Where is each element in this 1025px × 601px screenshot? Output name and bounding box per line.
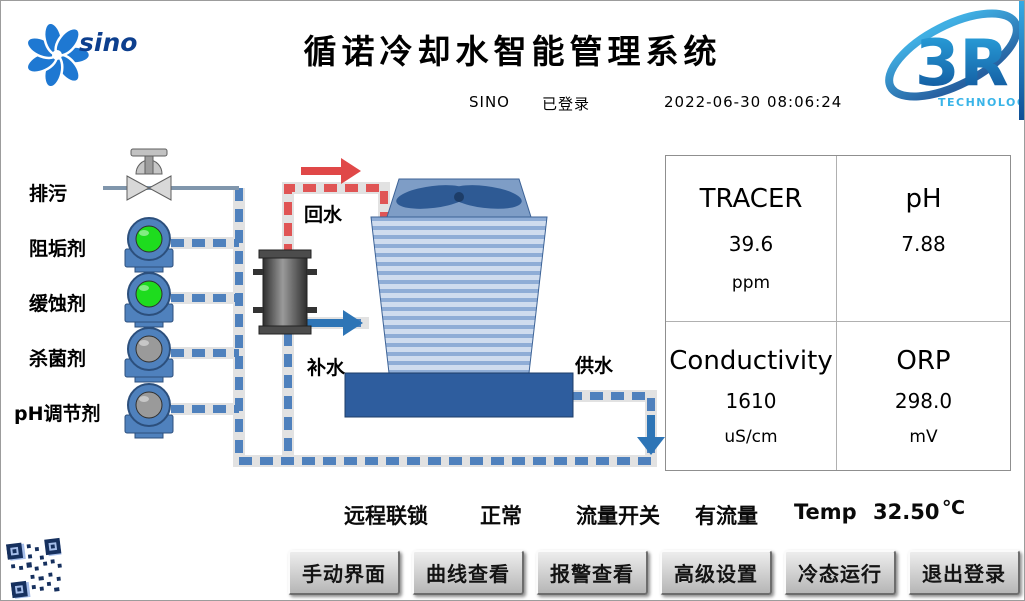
alarm-view-button[interactable]: 报警查看 xyxy=(536,550,648,595)
pump-status-indicator xyxy=(135,280,163,308)
label-corrosion-inhibitor: 缓蚀剂 xyxy=(29,293,87,315)
logged-in-user: SINO xyxy=(469,93,510,111)
right-edge-accent xyxy=(1019,1,1024,120)
nav-button-bar: 手动界面 曲线查看 报警查看 高级设置 冷态运行 退出登录 xyxy=(288,550,1020,595)
remote-interlock-label: 远程联锁 xyxy=(344,504,428,528)
reading-unit: mV xyxy=(909,426,938,447)
temperature-unit: ℃ xyxy=(942,497,966,519)
supply-water-label: 供水 xyxy=(574,354,614,377)
3r-logo-text: 3R xyxy=(915,27,1009,101)
label-ph-adjuster: pH调节剂 xyxy=(14,403,101,425)
reading-value: 1610 xyxy=(725,389,777,413)
qr-code-icon xyxy=(5,537,65,600)
pump-scale-inhibitor xyxy=(124,217,174,273)
3r-orbit-icon xyxy=(885,9,1021,101)
manual-screen-button[interactable]: 手动界面 xyxy=(288,550,400,595)
logout-button[interactable]: 退出登录 xyxy=(908,550,1020,595)
reading-value: 298.0 xyxy=(894,389,953,413)
3r-technology-logo: 3R TECHNOLOGY xyxy=(885,9,1025,109)
tower-fan-icon xyxy=(396,185,522,209)
cooling-tower xyxy=(344,178,574,418)
sino-pinwheel-icon xyxy=(25,21,92,89)
temperature-value: 32.50 xyxy=(873,500,940,524)
filter-vessel xyxy=(253,249,317,335)
reading-name: ORP xyxy=(896,345,951,376)
page-title: 循诺冷却水智能管理系统 xyxy=(303,32,722,71)
pump-biocide xyxy=(124,327,174,383)
drain-valve-icon xyxy=(126,148,172,201)
reading-value: 7.88 xyxy=(901,231,946,256)
process-diagram: 回水 补水 供水 xyxy=(103,148,665,467)
flow-switch-label: 流量开关 xyxy=(576,504,660,528)
flow-switch-status: 有流量 xyxy=(695,504,758,528)
reading-tracer: TRACER 39.6 ppm xyxy=(666,156,837,322)
reading-conductivity: Conductivity 1610 uS/cm xyxy=(666,322,837,470)
makeup-flow-arrow-icon xyxy=(307,310,363,336)
return-water-label: 回水 xyxy=(304,204,343,226)
advanced-settings-button[interactable]: 高级设置 xyxy=(660,550,772,595)
reading-name: TRACER xyxy=(699,183,803,214)
curve-view-button[interactable]: 曲线查看 xyxy=(412,550,524,595)
reading-unit: uS/cm xyxy=(724,426,778,447)
label-scale-inhibitor: 阻垢剂 xyxy=(29,238,87,260)
cold-run-button[interactable]: 冷态运行 xyxy=(784,550,896,595)
return-water-pipe xyxy=(284,184,388,257)
temperature-label: Temp xyxy=(794,500,857,524)
pump-status-indicator xyxy=(135,391,163,419)
login-status: 已登录 xyxy=(542,95,591,113)
sino-logo-text: sino xyxy=(79,28,137,57)
sino-logo: sino xyxy=(25,21,137,89)
datetime: 2022-06-30 08:06:24 xyxy=(664,93,843,111)
reading-name: Conductivity xyxy=(669,345,833,376)
reading-orp: ORP 298.0 mV xyxy=(837,322,1010,470)
label-biocide: 杀菌剂 xyxy=(29,348,87,370)
supply-flow-arrow-icon xyxy=(637,415,665,455)
reading-name: pH xyxy=(905,183,942,214)
remote-interlock-status: 正常 xyxy=(480,504,522,528)
reading-value: 39.6 xyxy=(728,231,774,256)
pump-ph-adjuster xyxy=(124,383,174,439)
return-flow-arrow-icon xyxy=(301,158,361,184)
readings-panel: TRACER 39.6 ppm pH 7.88 Conductivity 161… xyxy=(665,155,1011,471)
reading-unit: ppm xyxy=(731,273,771,294)
reading-ph: pH 7.88 xyxy=(837,156,1010,322)
pump-status-indicator xyxy=(135,335,163,363)
makeup-water-label: 补水 xyxy=(307,356,346,379)
pump-status-indicator xyxy=(135,225,163,253)
3r-logo-subtext: TECHNOLOGY xyxy=(938,96,1025,109)
pump-corrosion-inhibitor xyxy=(124,272,174,328)
label-blowdown: 排污 xyxy=(29,183,68,205)
